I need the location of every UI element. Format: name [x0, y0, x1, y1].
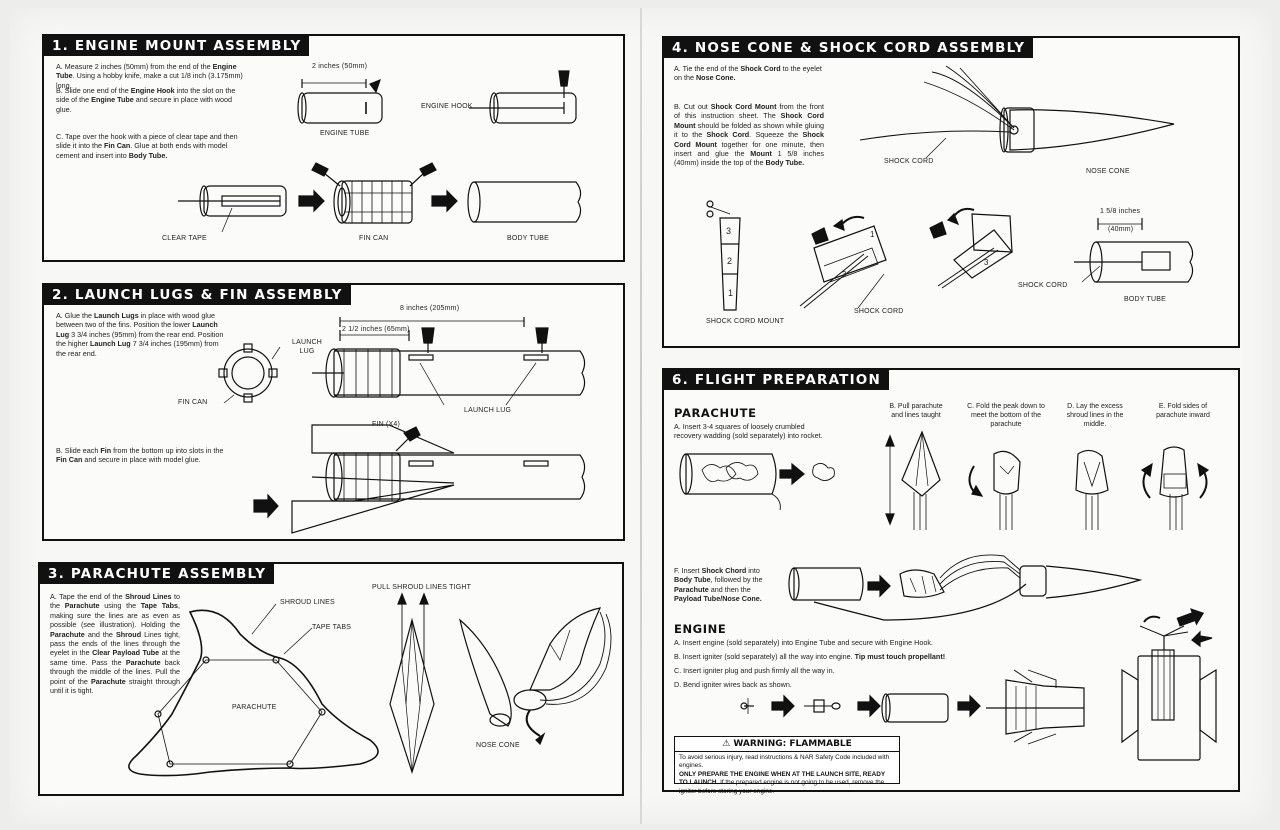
label-parachute: PARACHUTE: [232, 704, 277, 711]
dim-8in: 8 inches (205mm): [400, 305, 460, 312]
label-shock-cord-2: SHOCK CORD: [854, 308, 904, 315]
label-fin-can: FIN CAN: [178, 399, 208, 406]
panel-title: 2. LAUNCH LUGS & FIN ASSEMBLY: [44, 285, 351, 305]
fold-num-3: 3: [842, 270, 847, 279]
warning-body: To avoid serious injury, read instructio…: [679, 754, 890, 795]
warning-flammable: ⚠ WARNING: FLAMMABLE To avoid serious in…: [674, 736, 900, 795]
mount-num-3: 3: [726, 226, 732, 236]
panel-engine-mount: 1. ENGINE MOUNT ASSEMBLY A. Measure 2 in…: [42, 34, 625, 262]
label-body-tube: BODY TUBE: [507, 235, 549, 242]
launch-lug-illustration: [218, 317, 586, 534]
engine-heading: ENGINE: [674, 622, 727, 636]
label-launch-lug-2: LAUNCH LUG: [464, 407, 512, 414]
dim-2in: 2 inches (50mm): [312, 63, 368, 70]
parachute-heading: PARACHUTE: [674, 406, 757, 420]
label-shock-cord-3: SHOCK CORD: [1018, 282, 1068, 289]
label-nose-cone: NOSE CONE: [476, 742, 520, 749]
label-fin-x4: FIN (X4): [372, 421, 401, 428]
step-1b: B. Slide one end of the Engine Hook into…: [56, 86, 236, 114]
center-fold: [640, 8, 642, 824]
label-body-tube: BODY TUBE: [1124, 296, 1166, 303]
step-4b: B. Cut out Shock Cord Mount from the fro…: [674, 102, 825, 168]
label-shroud-lines: SHROUD LINES: [280, 599, 335, 606]
step-1a: A. Measure 2 inches (50mm) from the end …: [56, 62, 243, 90]
step-engine-d: D. Bend igniter wires back as shown.: [674, 680, 792, 689]
fold-num-1: 1: [870, 230, 875, 239]
step-3a: A. Tape the end of the Shroud Lines to t…: [50, 592, 180, 696]
step-1c: C. Tape over the hook with a piece of cl…: [56, 132, 238, 160]
panel-parachute: 3. PARACHUTE ASSEMBLY A. Tape the end of…: [38, 562, 624, 796]
step-engine-c: C. Insert igniter plug and push firmly a…: [674, 666, 835, 675]
panel-title: 3. PARACHUTE ASSEMBLY: [40, 564, 275, 584]
label-shock-cord-mount: SHOCK CORD MOUNT: [706, 318, 785, 325]
step-6d: D. Lay the excess shroud lines in the mi…: [1066, 403, 1124, 428]
panel-title: 4. NOSE CONE & SHOCK CORD ASSEMBLY: [664, 38, 1034, 58]
label-clear-tape: CLEAR TAPE: [162, 235, 207, 242]
parachute-illustration: [128, 592, 612, 777]
dim-2-5in: 2 1/2 inches (65mm): [342, 326, 410, 333]
step-2b: B. Slide each Fin from the bottom up int…: [56, 446, 224, 465]
mount-num-2: 2: [727, 256, 733, 266]
step-6c: C. Fold the peak down to meet the bottom…: [967, 403, 1045, 428]
step-2a: A. Glue the Launch Lugs in place with wo…: [56, 311, 224, 358]
panel-title: 6. FLIGHT PREPARATION: [664, 370, 889, 390]
label-nose-cone: NOSE CONE: [1086, 168, 1130, 175]
nose-cone-illustration: [706, 65, 1194, 311]
fold2-num-3: 3: [984, 258, 989, 267]
label-engine-tube: ENGINE TUBE: [320, 130, 370, 137]
label-shock-cord: SHOCK CORD: [884, 158, 934, 165]
warning-title: ⚠ WARNING: FLAMMABLE: [675, 739, 899, 752]
panel-launch-lugs: 2. LAUNCH LUGS & FIN ASSEMBLY A. Glue th…: [42, 283, 625, 541]
dim-1-5-8in: 1 5/8 inches: [1100, 208, 1141, 215]
step-6f: F. Insert Shock Chord into Body Tube, fo…: [674, 566, 763, 604]
label-tape-tabs: TAPE TABS: [312, 624, 352, 631]
panel-flight-prep: 6. FLIGHT PREPARATION PARACHUTE A. Inser…: [662, 368, 1240, 795]
flight-prep-illustration: [679, 430, 1217, 761]
mount-num-1: 1: [728, 288, 734, 298]
label-engine-hook: ENGINE HOOK: [421, 103, 473, 110]
panel-nose-cone-shock-cord: 4. NOSE CONE & SHOCK CORD ASSEMBLY A. Ti…: [662, 36, 1240, 348]
label-fin-can: FIN CAN: [359, 235, 389, 242]
step-engine-b: B. Insert igniter (sold separately) all …: [674, 652, 946, 661]
panel-title: 1. ENGINE MOUNT ASSEMBLY: [44, 36, 310, 56]
step-engine-a: A. Insert engine (sold separately) into …: [674, 638, 933, 647]
step-4a: A. Tie the end of the Shock Cord to the …: [674, 64, 822, 83]
step-6e: E. Fold sides of parachute inward: [1156, 403, 1210, 419]
dim-40mm: (40mm): [1108, 226, 1134, 233]
step-6a: A. Insert 3-4 squares of loosely crumble…: [674, 422, 823, 441]
engine-mount-illustration: [178, 70, 582, 233]
label-pull-shroud: PULL SHROUD LINES TIGHT: [372, 584, 472, 591]
step-6b: B. Pull parachute and lines taught: [889, 403, 943, 419]
